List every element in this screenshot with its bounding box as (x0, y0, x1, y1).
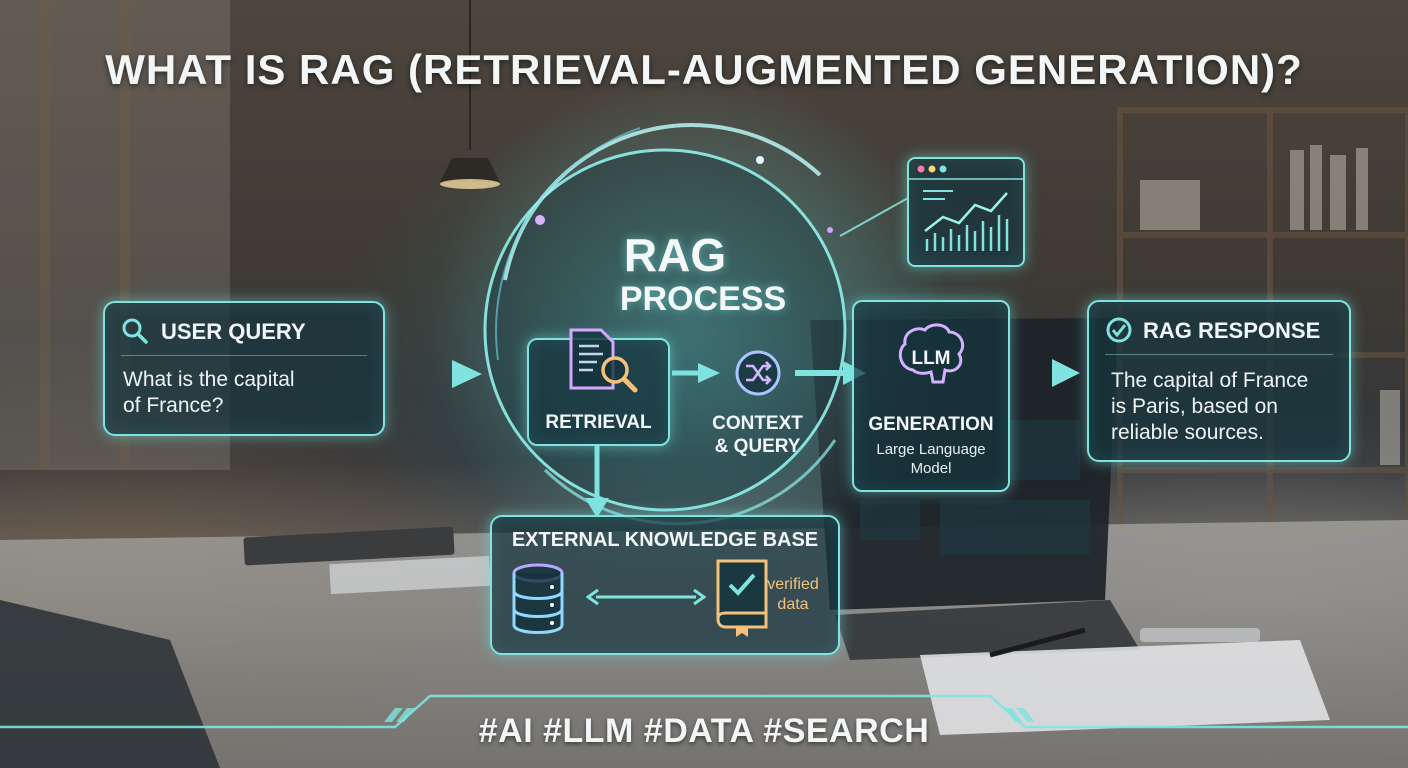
rag-response-line-1: The capital of France (1111, 369, 1309, 392)
context-label-1: CONTEXT (712, 413, 803, 434)
generation-label: GENERATION (868, 414, 994, 435)
brain-icon (898, 323, 965, 384)
rag-response-card: RAG RESPONSE The capital of France is Pa… (1087, 300, 1351, 462)
user-query-divider (121, 355, 367, 356)
user-query-card: USER QUERY What is the capital of France… (103, 301, 385, 436)
verified-data-line-2: data (777, 596, 809, 613)
analytics-panel (907, 157, 1025, 267)
rag-process-title-2: PROCESS (619, 280, 787, 318)
search-icon (122, 318, 148, 344)
llm-icon-text: LLM (911, 348, 951, 369)
knowledge-base-title: EXTERNAL KNOWLEDGE BASE (511, 529, 819, 551)
database-icon (512, 563, 564, 634)
rag-response-divider (1105, 354, 1333, 355)
retrieval-label: RETRIEVAL (545, 412, 652, 433)
rag-response-title: RAG RESPONSE (1143, 318, 1321, 343)
generation-sub-2: Model (910, 460, 952, 477)
user-query-title: USER QUERY (161, 319, 306, 344)
generation-sub-1: Large Language (876, 441, 986, 458)
double-arrow-icon (586, 588, 706, 606)
context-label-2: & QUERY (714, 436, 801, 457)
rag-process-title-1: RAG (623, 229, 727, 281)
knowledge-base-card: EXTERNAL KNOWLEDGE BASE verified data (490, 515, 840, 655)
user-query-line-2: of France? (123, 394, 224, 417)
generation-node: LLM GENERATION Large Language Model (852, 300, 1010, 492)
shuffle-icon (735, 350, 781, 396)
rag-response-line-2: is Paris, based on (1111, 395, 1278, 418)
hashtags: #AI #LLM #DATA #SEARCH (478, 712, 930, 750)
verified-book-icon (716, 559, 768, 637)
retrieval-node: RETRIEVAL (527, 328, 670, 446)
user-query-line-1: What is the capital (123, 368, 295, 391)
check-circle-icon (1106, 317, 1132, 343)
document-search-icon (569, 328, 638, 393)
rag-response-line-3: reliable sources. (1111, 421, 1264, 444)
chart-window-icon (909, 165, 1023, 251)
page-title: WHAT IS RAG (RETRIEVAL-AUGMENTED GENERAT… (105, 46, 1303, 93)
verified-data-line-1: verified (767, 576, 819, 593)
